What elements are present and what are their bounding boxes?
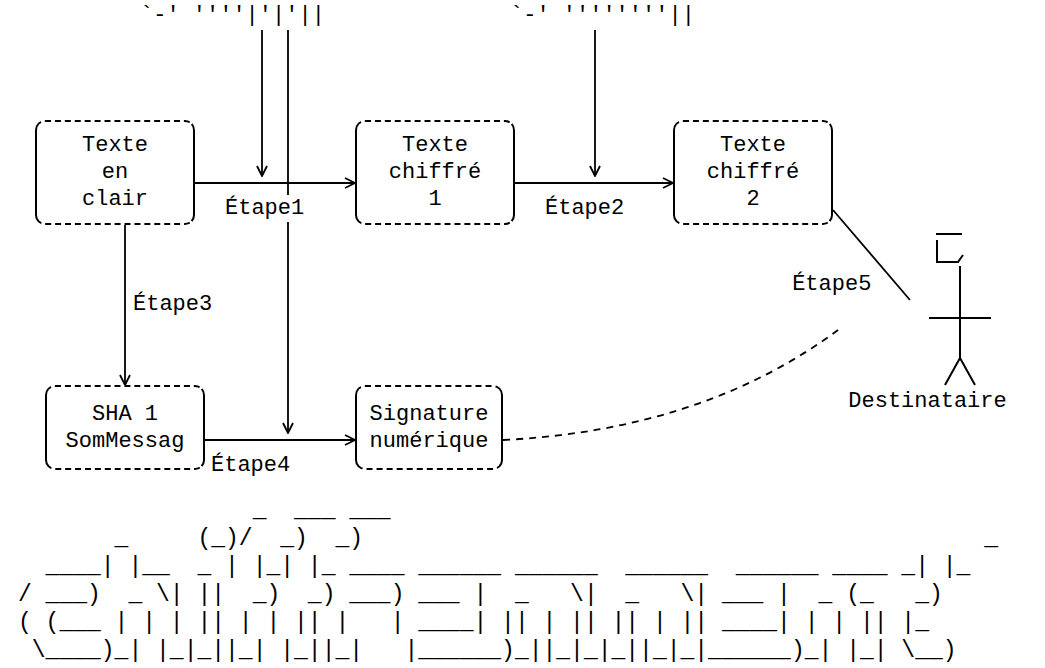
figure-leg bbox=[945, 358, 960, 385]
figure-body bbox=[959, 266, 961, 358]
ascii-banner: ( (___ | | | || | | || | | ____| || | ||… bbox=[18, 609, 929, 637]
node-text: Destinataire bbox=[848, 388, 1006, 415]
step-connector bbox=[503, 330, 838, 440]
figure-hat bbox=[936, 233, 962, 235]
figure-leg bbox=[960, 358, 975, 385]
text-box: Texte chiffré 1 bbox=[355, 120, 515, 225]
figure-arms bbox=[929, 317, 991, 319]
node-text: Signature numérique bbox=[367, 401, 491, 455]
step-connector bbox=[515, 182, 673, 184]
key-fragment: `-' ''''''''|| bbox=[510, 2, 695, 29]
step-label: Étape4 bbox=[209, 452, 292, 479]
signature-box: Signature numérique bbox=[355, 385, 503, 470]
ascii-banner: _ ___ ___ bbox=[18, 497, 391, 525]
ascii-banner: / ___) _ \| || _) _) ___) ___ | _ \| _ \… bbox=[18, 581, 943, 609]
key-line bbox=[287, 30, 289, 433]
node-text: Texte en clair bbox=[66, 132, 164, 213]
hash-box: SHA 1 SomMessag bbox=[45, 385, 205, 470]
node-text: Texte chiffré 1 bbox=[386, 132, 484, 213]
ascii-banner: \____)_| |_|_||_| |_||_| |______)_||_|_|… bbox=[18, 637, 957, 665]
recipient-node: Destinataire bbox=[838, 300, 1017, 415]
step-label: Étape5 bbox=[790, 271, 873, 298]
ascii-banner: _ (_)/ _) _) _ bbox=[18, 525, 998, 553]
text-box: Texte en clair bbox=[35, 120, 195, 225]
node-text: SHA 1 SomMessag bbox=[63, 401, 187, 455]
key-line bbox=[261, 30, 263, 176]
stick-figure bbox=[929, 234, 991, 385]
key-fragment: `-' ''''|'|'|| bbox=[140, 2, 325, 29]
step-label: Étape1 bbox=[223, 195, 306, 222]
step-connector bbox=[205, 439, 355, 441]
node-text: Texte chiffré 2 bbox=[704, 132, 802, 213]
step-connector bbox=[124, 225, 126, 385]
text-box: Texte chiffré 2 bbox=[673, 120, 833, 225]
step-connector bbox=[195, 182, 355, 184]
key-line bbox=[594, 30, 596, 176]
step-label: Étape2 bbox=[543, 195, 626, 222]
ascii-banner: ____| |__ _ | |_| |_ ____ ______ ______ … bbox=[18, 553, 970, 581]
figure-head bbox=[937, 240, 963, 262]
step-label: Étape3 bbox=[131, 291, 214, 318]
